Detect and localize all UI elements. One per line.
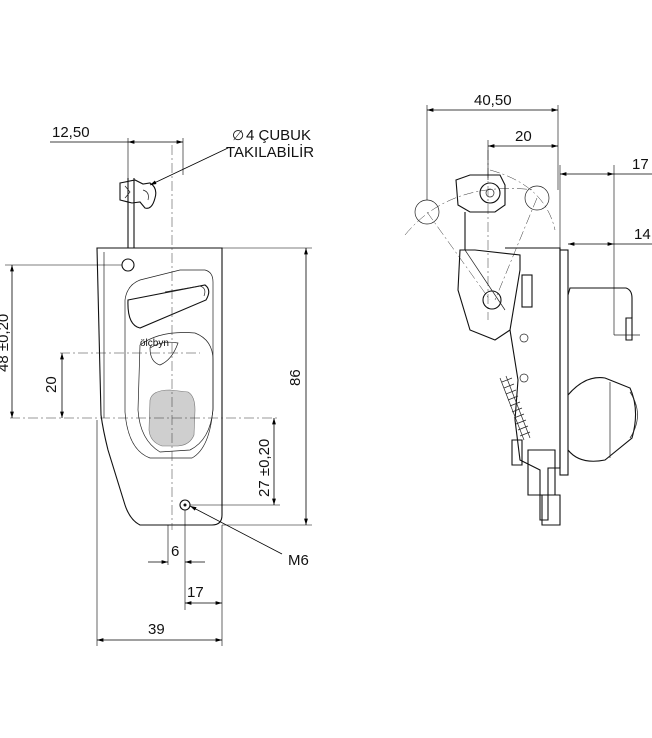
- rod-clip: [119, 179, 157, 209]
- m6-label: M6: [288, 552, 309, 569]
- pivot-circle-right: [524, 185, 550, 211]
- rod-callout-line2: TAKILABİLİR: [226, 143, 314, 161]
- side-view: [404, 150, 640, 526]
- dim-17-right: 17: [632, 156, 649, 173]
- side-dimensions: 40,50 20 17 14: [426, 92, 652, 335]
- dim-17-bottom: 17: [187, 584, 204, 601]
- dim-40-50: 40,50: [474, 92, 512, 109]
- front-inner-cutout: [124, 269, 214, 459]
- dim-20-left: 20: [43, 376, 60, 393]
- side-spring: [499, 375, 531, 441]
- side-mounting-plate: [559, 249, 569, 476]
- side-top-clip: [455, 174, 506, 213]
- front-dimensions: 12,50 ∅ 4 ÇUBUK TAKILABİLİR 48 ±0,20 20 …: [0, 124, 314, 646]
- dim-48: 48 ±0,20: [0, 314, 12, 372]
- rod-diameter-symbol: ∅: [232, 127, 244, 143]
- front-upper-hole: [121, 258, 135, 272]
- front-latch-tab: [127, 284, 210, 329]
- dim-20-side: 20: [515, 128, 532, 145]
- dim-12-50: 12,50: [52, 124, 90, 141]
- side-handle: [567, 287, 633, 318]
- dim-14-right: 14: [634, 226, 651, 243]
- rod-callout-line1: 4 ÇUBUK: [246, 127, 311, 144]
- front-hook: [137, 332, 214, 453]
- dim-86: 86: [287, 369, 304, 386]
- dim-27: 27 ±0,20: [256, 439, 273, 497]
- dim-6: 6: [171, 543, 179, 560]
- front-plate-outline: [96, 247, 223, 526]
- side-cylinder: [567, 377, 637, 462]
- dim-39: 39: [148, 621, 165, 638]
- logo-text: ölçbyn: [140, 338, 169, 349]
- front-view: ölçbyn: [10, 145, 280, 530]
- side-lever: [457, 249, 521, 341]
